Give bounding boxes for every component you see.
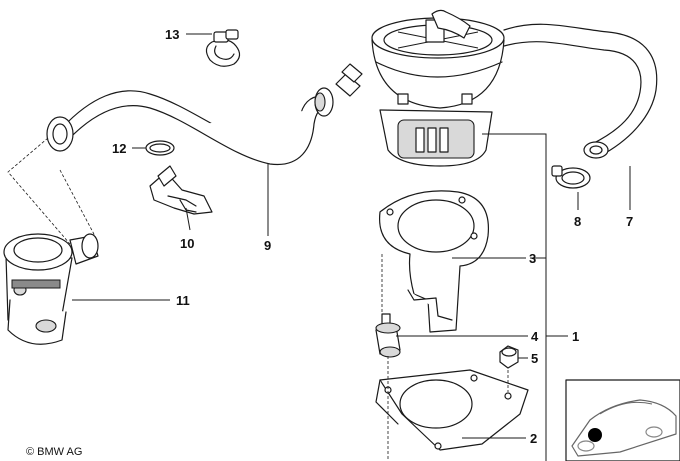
callout-7: 7	[626, 214, 633, 229]
location-marker	[588, 428, 602, 442]
callout-1: 1	[572, 329, 579, 344]
part-7-hose	[503, 23, 658, 159]
dashed-connector-right	[59, 169, 97, 239]
part-8-clamp	[551, 165, 591, 189]
dashed-connector	[7, 137, 71, 245]
callout-13: 13	[165, 27, 179, 42]
callout-3: 3	[529, 251, 536, 266]
callout-10: 10	[180, 236, 194, 251]
callout-8: 8	[574, 214, 581, 229]
part-4-mount	[375, 313, 401, 358]
part-10-holder	[149, 165, 213, 215]
callout-12: 12	[112, 141, 126, 156]
callout-4: 4	[531, 329, 539, 344]
callout-5: 5	[531, 351, 538, 366]
part-5-nut	[499, 345, 519, 369]
part-3-bracket	[378, 190, 490, 333]
part-2-bracket	[375, 369, 529, 451]
callout-9: 9	[264, 238, 271, 253]
leader-lines	[72, 33, 631, 461]
part-13-clamp	[205, 29, 241, 67]
car-location-thumbnail	[565, 379, 680, 461]
part-12-oring	[145, 140, 175, 156]
part-9-hose	[46, 63, 363, 166]
callout-2: 2	[530, 431, 537, 446]
part-11-valve	[3, 233, 99, 345]
copyright-text: © BMW AG	[26, 446, 82, 458]
air-pump	[371, 9, 505, 167]
callout-labels: 13 12 10 9 11 3 4 1 5 2 8 7	[112, 27, 633, 446]
callout-11: 11	[176, 293, 190, 308]
